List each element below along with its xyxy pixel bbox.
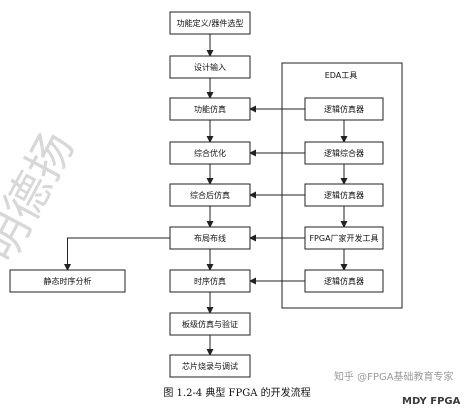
node-label: 功能仿真 bbox=[194, 104, 226, 114]
node-label: 功能定义/器件选型 bbox=[177, 18, 244, 28]
node-label: 综合优化 bbox=[194, 148, 226, 158]
node-box bbox=[169, 312, 251, 336]
node-box bbox=[169, 226, 251, 250]
node-label: 芯片烧录与调试 bbox=[182, 361, 238, 371]
credit-text: 知乎 @FPGA基础教育专家 bbox=[334, 370, 454, 383]
node-boardsim: 板级仿真与验证 bbox=[169, 312, 251, 336]
node-box bbox=[304, 269, 384, 293]
figure-caption: 图 1.2-4 典型 FPGA 的开发流程 bbox=[163, 386, 310, 399]
node-label: 逻辑仿真器 bbox=[324, 190, 364, 200]
node-box bbox=[169, 141, 251, 165]
node-debug: 芯片烧录与调试 bbox=[169, 354, 251, 378]
watermark-text: 明德扬 bbox=[0, 123, 84, 270]
node-label: 布局布线 bbox=[194, 233, 226, 243]
node-logicsim3: 逻辑仿真器 bbox=[304, 269, 384, 293]
watermark: 明德扬 bbox=[0, 123, 84, 270]
node-box bbox=[169, 55, 251, 79]
node-box bbox=[304, 141, 384, 165]
node-eda: EDA工具 bbox=[325, 71, 358, 80]
node-box bbox=[169, 354, 251, 378]
node-logicsim1: 逻辑仿真器 bbox=[304, 97, 384, 121]
node-sta: 静态时序分析 bbox=[9, 269, 126, 293]
node-label: 时序仿真 bbox=[194, 276, 226, 286]
eda-panel bbox=[281, 62, 403, 309]
node-vendor: FPGA厂家开发工具 bbox=[304, 226, 384, 250]
node-synth: 综合优化 bbox=[169, 141, 251, 165]
node-label: 逻辑综合器 bbox=[324, 148, 364, 158]
node-label: FPGA厂家开发工具 bbox=[309, 233, 378, 243]
node-logicsynth: 逻辑综合器 bbox=[304, 141, 384, 165]
node-label: 综合后仿真 bbox=[190, 190, 230, 200]
brand-text: MDY FPGA bbox=[402, 396, 461, 407]
node-box bbox=[169, 269, 251, 293]
node-label: 静态时序分析 bbox=[44, 276, 92, 286]
node-logicsim2: 逻辑仿真器 bbox=[304, 183, 384, 207]
node-box bbox=[9, 269, 126, 293]
node-postsynth: 综合后仿真 bbox=[169, 183, 251, 207]
node-label: EDA工具 bbox=[325, 71, 358, 80]
edge-pnr-to-sta bbox=[64, 237, 170, 271]
node-timingsim: 时序仿真 bbox=[169, 269, 251, 293]
node-box bbox=[169, 183, 251, 207]
node-box bbox=[304, 183, 384, 207]
node-label: 设计输入 bbox=[194, 62, 226, 72]
node-design: 设计输入 bbox=[169, 55, 251, 79]
node-box bbox=[169, 11, 251, 35]
node-label: 逻辑仿真器 bbox=[324, 104, 364, 114]
node-box bbox=[304, 97, 384, 121]
node-funcsim: 功能仿真 bbox=[169, 97, 251, 121]
node-label: 板级仿真与验证 bbox=[182, 319, 238, 329]
edges bbox=[64, 34, 348, 356]
node-box bbox=[304, 226, 384, 250]
node-label: 逻辑仿真器 bbox=[324, 276, 364, 286]
node-pnr: 布局布线 bbox=[169, 226, 251, 250]
node-box bbox=[169, 97, 251, 121]
node-spec: 功能定义/器件选型 bbox=[169, 11, 251, 35]
